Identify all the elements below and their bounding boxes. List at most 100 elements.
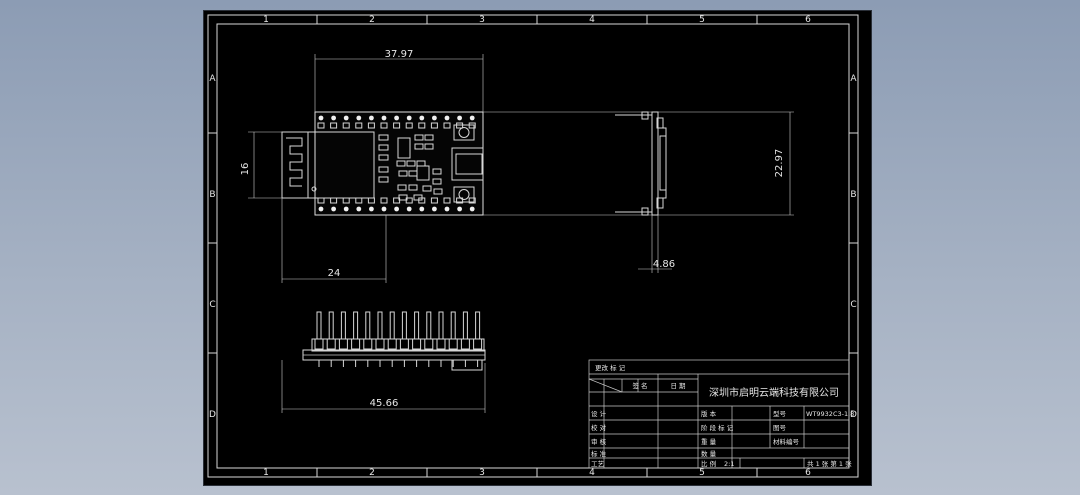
pin-pad-label <box>342 122 350 129</box>
row-label: A <box>209 74 216 84</box>
pin-pad <box>444 206 450 212</box>
top-view-board <box>281 111 484 216</box>
zone-ticks <box>208 15 858 477</box>
pin-pad <box>432 206 437 212</box>
header-pin-base <box>314 338 324 350</box>
header-pin-base <box>326 338 336 350</box>
pin-pad <box>331 206 336 212</box>
pin-pad-label <box>443 197 451 204</box>
col-label: 2 <box>369 15 375 25</box>
header-pin <box>475 311 481 340</box>
header-pin-base <box>412 338 422 350</box>
header-pin <box>353 311 359 340</box>
pin-pad-label <box>430 122 438 129</box>
header-pin-base <box>338 338 348 350</box>
header-pin <box>450 311 456 340</box>
col-label: 2 <box>369 468 375 478</box>
tb-model: WT9932C3-1.8 <box>806 410 854 418</box>
col-label: 5 <box>699 15 705 25</box>
outer-frame <box>207 14 859 478</box>
header-pin-base <box>460 338 470 350</box>
col-label: 6 <box>805 15 811 25</box>
pin-pad <box>369 115 374 121</box>
front-view-dimensions <box>281 360 486 413</box>
tb-sheet: 共 1 张 第 1 张 <box>807 459 852 468</box>
pin-pad-label <box>380 122 388 129</box>
tb-right-label: 材料编号 <box>773 437 800 446</box>
pin-pad <box>381 115 387 121</box>
pin-pad-label <box>468 197 476 204</box>
pin-pad-label <box>355 122 363 129</box>
header-pin-base <box>473 338 483 350</box>
row-label: B <box>850 190 856 200</box>
col-label: 4 <box>589 15 595 25</box>
pin-pad <box>419 206 425 212</box>
tb-mid-label: 数 量 <box>701 449 717 458</box>
col-label: 1 <box>263 468 269 478</box>
header-pin <box>426 311 432 340</box>
header-pin-base <box>436 338 446 350</box>
pin-pad-label <box>342 197 350 204</box>
tb-mid-label: 版 本 <box>701 409 717 418</box>
pin-pad <box>369 206 374 212</box>
pin-pad <box>318 115 324 121</box>
pin-pad-label <box>418 122 426 129</box>
side-view-dim-text: 22.97 4.86 <box>653 149 785 270</box>
side-view-dimensions <box>638 215 672 273</box>
tb-mid-label: 阶 段 标 记 <box>701 423 734 432</box>
row-label: D <box>850 410 857 420</box>
header-pin <box>365 311 371 340</box>
pin-pad-label <box>317 197 325 204</box>
top-view-dim-text: 37.97 16 24 <box>240 49 413 279</box>
pin-pad <box>331 115 336 121</box>
tb-company: 深圳市启明云端科技有限公司 <box>709 386 839 399</box>
header-pin-base <box>375 338 385 350</box>
pin-pad <box>444 115 450 121</box>
header-pin <box>462 311 468 340</box>
dim-top-width: 37.97 <box>385 49 414 60</box>
row-label: C <box>850 300 856 310</box>
header-pin <box>414 311 420 340</box>
pin-pad <box>318 206 324 212</box>
title-block: 更改 标 记 签 名 日 期 设 计 校 对 审 核 标 准 工艺 版 本 阶 … <box>588 359 854 469</box>
row-label: A <box>850 74 857 84</box>
pin-pad <box>394 115 399 121</box>
tb-right-label: 图号 <box>773 424 787 432</box>
header-pin <box>316 311 322 340</box>
header-pin-base <box>351 338 361 350</box>
header-pin-base <box>363 338 373 350</box>
col-label: 3 <box>479 15 485 25</box>
header-pin-base <box>387 338 397 350</box>
tb-col-date: 日 期 <box>670 382 686 390</box>
dim-front-width: 45.66 <box>370 398 399 409</box>
tb-left-label: 审 核 <box>591 437 607 446</box>
header-pin <box>438 311 444 340</box>
dim-side-thickness: 4.86 <box>653 259 675 270</box>
pin-pad <box>457 115 462 121</box>
pin-pad <box>394 206 399 212</box>
row-label: C <box>209 300 215 310</box>
tb-col-sign: 签 名 <box>632 381 647 390</box>
col-label: 1 <box>263 15 269 25</box>
col-label: 3 <box>479 468 485 478</box>
tb-scale-label: 比 例 <box>701 459 716 468</box>
pin-pad-label <box>405 122 413 129</box>
col-label: 4 <box>589 468 595 478</box>
tb-mid-label: 重 量 <box>701 438 717 446</box>
pin-pad-label <box>317 122 325 129</box>
pin-pad-label <box>330 122 338 129</box>
tb-left-label: 校 对 <box>591 423 607 432</box>
pin-pad <box>406 206 412 212</box>
tb-right-label: 型号 <box>773 409 787 418</box>
header-pin <box>377 311 383 340</box>
header-pin <box>389 311 395 340</box>
header-pin <box>401 311 407 340</box>
col-label: 6 <box>805 468 811 478</box>
col-label: 5 <box>699 468 705 478</box>
header-pin <box>340 311 346 340</box>
pin-pad-label <box>380 197 388 204</box>
cad-drawing-viewport[interactable]: 1 2 3 4 5 6 1 2 3 4 5 6 A B C D A B C D <box>203 10 872 486</box>
dim-left-height: 16 <box>240 163 251 176</box>
tb-scale-value: 2:1 <box>724 460 734 468</box>
side-view <box>615 111 667 216</box>
